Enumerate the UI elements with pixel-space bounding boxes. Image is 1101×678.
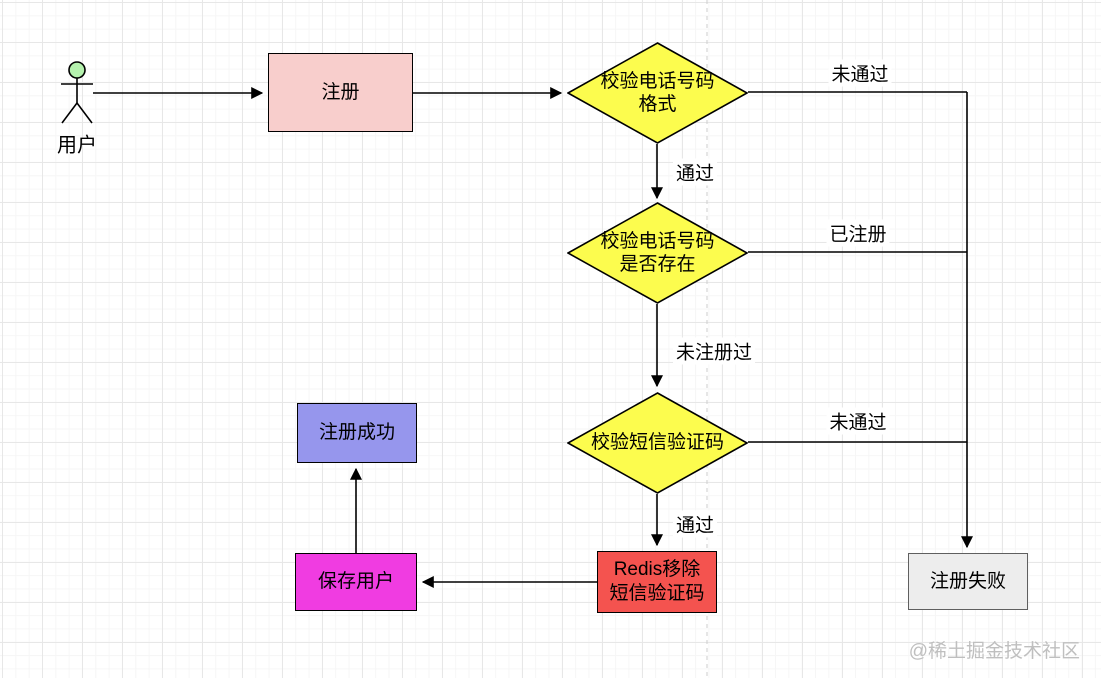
decision-check-phone-exists-line1: 校验电话号码 bbox=[600, 230, 715, 252]
edge-label-not-registered: 未注册过 bbox=[672, 337, 756, 365]
node-redis-line2: 短信验证码 bbox=[609, 583, 705, 604]
edge-label-fail3: 未通过 bbox=[826, 407, 890, 435]
node-save-user-label: 保存用户 bbox=[317, 571, 394, 593]
diamond-shape bbox=[567, 42, 748, 144]
node-register-success-label: 注册成功 bbox=[318, 422, 395, 444]
decision-check-phone-format-line2: 格式 bbox=[638, 94, 677, 115]
watermark: @稀土掘金技术社区 bbox=[908, 641, 1080, 662]
node-register-fail: 注册失败 bbox=[908, 553, 1028, 610]
edge-label-fail1: 未通过 bbox=[828, 59, 892, 87]
node-register-success: 注册成功 bbox=[297, 403, 417, 463]
node-save-user: 保存用户 bbox=[295, 553, 417, 611]
actor-label: 用户 bbox=[57, 134, 97, 157]
edge-label-registered: 已注册 bbox=[826, 219, 890, 247]
node-register: 注册 bbox=[268, 53, 413, 132]
node-register-fail-label: 注册失败 bbox=[929, 570, 1006, 592]
decision-check-sms-code: 校验短信验证码 bbox=[567, 392, 748, 494]
node-register-label: 注册 bbox=[321, 81, 360, 103]
decision-check-phone-format-line1: 校验电话号码 bbox=[600, 70, 715, 92]
edge-label-pass3: 通过 bbox=[672, 510, 718, 538]
decision-check-phone-exists-line2: 是否存在 bbox=[619, 254, 696, 275]
decision-check-phone-exists: 校验电话号码 是否存在 bbox=[567, 202, 748, 304]
diamond-shape bbox=[567, 392, 748, 494]
actor-icon bbox=[61, 61, 93, 124]
node-redis-remove-sms: Redis移除 短信验证码 bbox=[597, 551, 717, 613]
node-redis-line1: Redis移除 bbox=[613, 559, 701, 581]
decision-check-phone-format: 校验电话号码 格式 bbox=[567, 42, 748, 144]
edge-label-pass1: 通过 bbox=[672, 158, 718, 186]
diamond-shape bbox=[567, 202, 748, 304]
decision-check-sms-code-line1: 校验短信验证码 bbox=[590, 432, 724, 454]
